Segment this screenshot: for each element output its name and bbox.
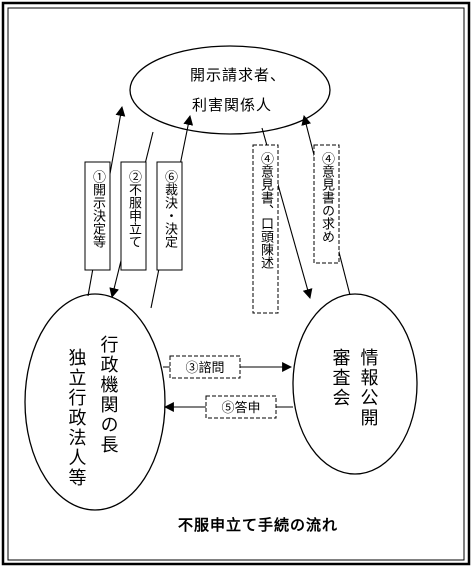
step-4b-label: ④意見書の求め [319, 152, 335, 243]
step-4a-label: ④意見書、口頭陳述 [258, 152, 274, 269]
step-6-box: ⑥裁決・決定 [156, 161, 183, 271]
diagram-caption: 不服申立て手続の流れ [178, 516, 338, 534]
requester-label-line2: 利害関係人 [192, 96, 272, 114]
agency-label-col2: 独立行政法人等 [66, 348, 87, 488]
step-4b-box: ④意見書の求め [313, 144, 340, 264]
requester-node [129, 45, 331, 135]
step-4a-box: ④意見書、口頭陳述 [252, 144, 279, 314]
agency-node [24, 293, 166, 511]
inner-frame [7, 7, 465, 561]
step-3-label: ③諮問 [185, 361, 224, 376]
step-3-box: ③諮問 [169, 355, 241, 379]
step-5-box: ⑤答申 [205, 395, 277, 419]
step-1-label: ①開示決定等 [90, 170, 106, 248]
board-label-col2: 審査会 [330, 348, 351, 408]
board-label-col1: 情報公開 [358, 348, 379, 428]
step-5-label: ⑤答申 [221, 400, 260, 416]
step-1-box: ①開示決定等 [84, 161, 111, 271]
step-2-label: ②不服申立て [126, 170, 142, 248]
step-2-box: ②不服申立て [120, 161, 147, 271]
step-6-label: ⑥裁決・決定 [162, 170, 178, 249]
agency-label-col1: 行政機関の長 [98, 335, 119, 455]
requester-label-line1: 開示請求者、 [190, 66, 286, 84]
board-node [292, 293, 418, 475]
